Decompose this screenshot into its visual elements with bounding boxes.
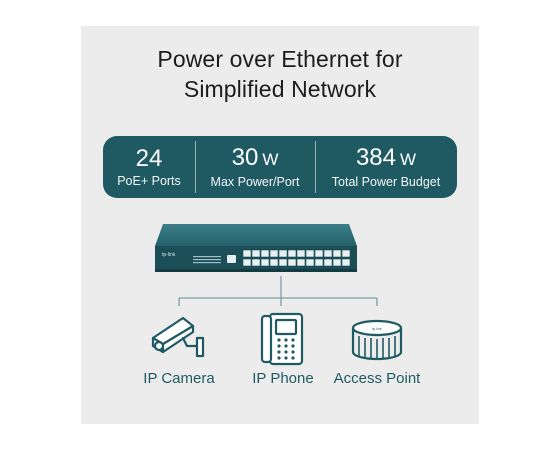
- poe-infographic: Power over Ethernet for Simplified Netwo…: [81, 26, 479, 424]
- device-ip-camera: IP Camera: [133, 312, 225, 387]
- poe-switch: tp-link: [153, 222, 359, 274]
- device-access-point: tp-link Access Point: [327, 312, 427, 387]
- stat-value: 384: [355, 143, 396, 171]
- ip-phone-icon: [260, 312, 304, 366]
- stat-label: Max Power/Port: [210, 174, 300, 189]
- stat-unit: W: [262, 149, 279, 169]
- device-label: IP Camera: [143, 370, 215, 387]
- svg-text:tp-link: tp-link: [372, 327, 382, 331]
- device-label: Access Point: [333, 370, 421, 387]
- device-ip-phone: IP Phone: [237, 312, 329, 387]
- access-point-icon: tp-link: [351, 319, 403, 361]
- switch-icon: tp-link: [155, 224, 357, 272]
- stat-poe-ports: 24 PoE+ Ports: [103, 144, 195, 189]
- headline-line-2: Simplified Network: [183, 76, 377, 102]
- ip-camera-icon: [151, 316, 205, 358]
- stat-label: PoE+ Ports: [117, 173, 181, 188]
- headline: Power over Ethernet for Simplified Netwo…: [81, 44, 479, 104]
- svg-text:tp-link: tp-link: [162, 252, 176, 258]
- stat-value: 24: [135, 144, 163, 172]
- stat-unit: W: [400, 149, 417, 169]
- stat-value: 30: [231, 143, 259, 171]
- device-label: IP Phone: [252, 370, 314, 387]
- stat-label: Total Power Budget: [331, 174, 441, 189]
- headline-line-1: Power over Ethernet for: [157, 46, 403, 72]
